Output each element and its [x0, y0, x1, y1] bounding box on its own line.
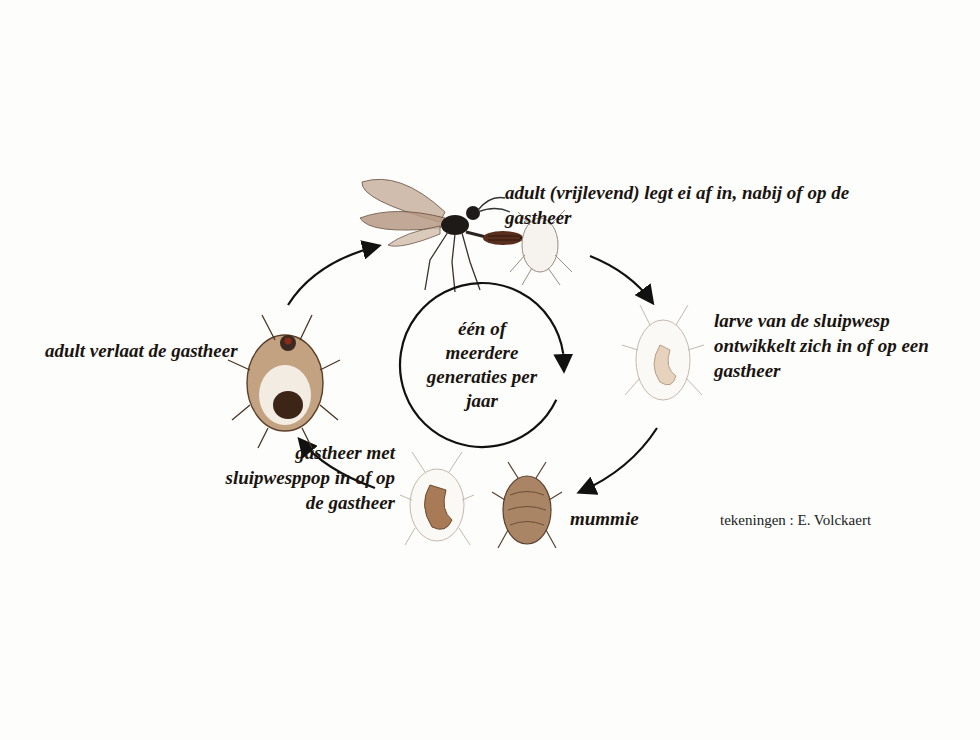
cycle-circle: één of meerdere generaties per jaar [398, 281, 566, 449]
stage-label: gastheer met sluipwesppop in of op de ga… [205, 440, 395, 515]
aphid-with-pupa [400, 452, 474, 545]
aphid-with-larva [622, 305, 704, 400]
stage-label: adult (vrijlevend) legt ei af in, nabij … [505, 180, 865, 230]
credit-note: tekeningen : E. Volckaert [720, 508, 960, 533]
host-emerging-adult [228, 315, 340, 448]
stage-label: mummie [570, 506, 690, 531]
cycle-arrowhead [562, 354, 565, 370]
stage-label: larve van de sluipwesp ontwikkelt zich i… [714, 308, 964, 383]
cycle-arc [400, 283, 563, 447]
stage-label: adult verlaat de gastheer [45, 338, 240, 363]
mummy-drawing [492, 462, 562, 548]
cycle-text: één of meerdere generaties per jaar [422, 317, 542, 413]
cycle-circle-outline [398, 281, 566, 449]
